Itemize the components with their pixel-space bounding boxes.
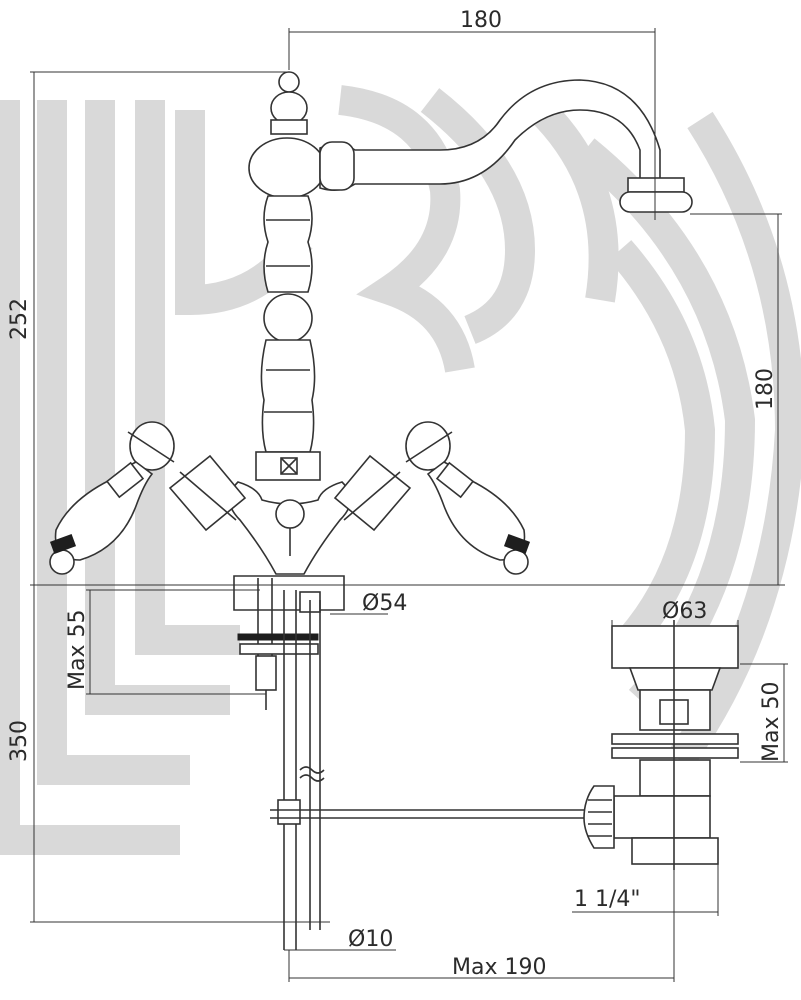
dim-max-reach: Max 190 (452, 955, 546, 980)
popup-waste (583, 620, 739, 870)
dim-waste-max: Max 50 (759, 682, 784, 762)
dim-rod-diameter: Ø10 (348, 927, 393, 952)
dim-spout-height: 180 (753, 368, 778, 410)
dim-below-deck: 350 (7, 720, 32, 762)
dim-total-height: 252 (7, 298, 32, 340)
faucet-assembly (49, 71, 693, 950)
right-valve (333, 421, 531, 575)
dimension-labels: 180 252 180 Ø54 Max 55 350 Ø63 Max 50 1 … (7, 8, 784, 980)
dim-spout-reach: 180 (460, 8, 502, 33)
left-valve (49, 421, 247, 575)
dim-max-thickness: Max 55 (65, 610, 90, 690)
dim-thread: 1 1/4" (574, 887, 641, 912)
dimension-lines (30, 28, 788, 982)
dim-waste-diameter: Ø63 (662, 599, 707, 624)
dim-base-diameter: Ø54 (362, 591, 407, 616)
